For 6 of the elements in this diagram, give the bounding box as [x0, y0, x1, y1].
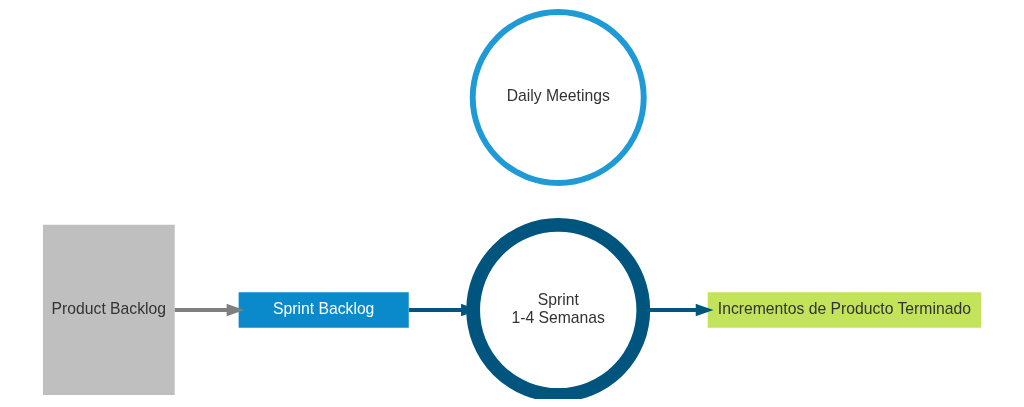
node-box: Incrementos de Producto Terminado [707, 292, 982, 328]
node-box: Product Backlog [42, 224, 175, 395]
arrow [174, 303, 245, 317]
node-box: Sprint Backlog [238, 292, 409, 328]
node-circle: Sprint 1-4 Semanas [466, 218, 651, 399]
node-circle: Daily Meetings [469, 9, 647, 186]
